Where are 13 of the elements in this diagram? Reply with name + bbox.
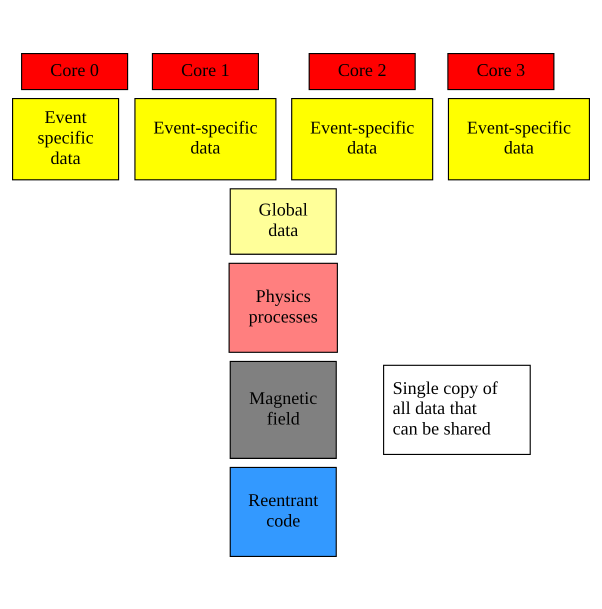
node-box: Event specific data: [12, 98, 120, 180]
node-box: Core 2: [308, 52, 416, 90]
node-box: Event-specific data: [291, 98, 434, 180]
node-box: Reentrant code: [230, 466, 337, 557]
node-box: Core 0: [21, 52, 128, 90]
node-box: Event-specific data: [134, 98, 276, 180]
node-box: Single copy of all data that can be shared: [383, 364, 531, 454]
node-box: Global data: [230, 188, 337, 254]
node-box: Event-specific data: [448, 98, 590, 180]
node-box: Core 1: [152, 52, 259, 90]
node-box: Physics processes: [228, 262, 338, 352]
node-box: Core 3: [447, 52, 554, 90]
node-box: Magnetic field: [230, 360, 337, 458]
